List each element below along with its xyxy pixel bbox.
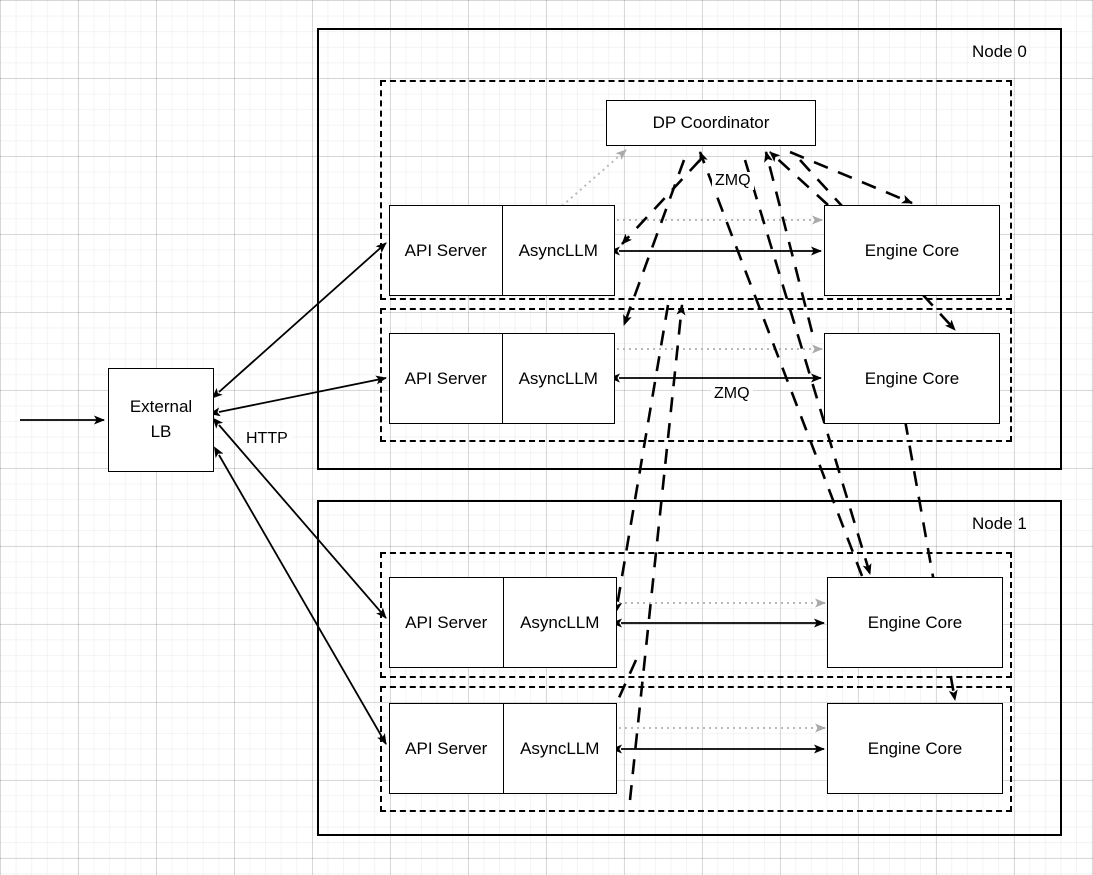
async-llm-cell[interactable]: AsyncLLM	[520, 738, 600, 758]
node-1-container	[317, 500, 1062, 836]
node-0-rank-0-engine-core-box[interactable]: Engine Core	[824, 205, 1000, 296]
api-server-cell[interactable]: API Server	[390, 334, 503, 423]
async-llm-cell[interactable]: AsyncLLM	[520, 612, 600, 632]
engine-core-label: Engine Core	[864, 368, 960, 388]
node-0-rank-0-server-box[interactable]: API Server AsyncLLM	[389, 205, 615, 296]
external-lb-box[interactable]: External LB	[108, 368, 214, 472]
node-1-rank-0-engine-core-box[interactable]: Engine Core	[827, 577, 1003, 668]
node-0-rank-1-engine-core-box[interactable]: Engine Core	[824, 333, 1000, 424]
engine-core-label: Engine Core	[867, 612, 963, 632]
engine-core-label: Engine Core	[867, 738, 963, 758]
node-0-rank-1-group	[380, 308, 1012, 442]
dp-coordinator-box[interactable]: DP Coordinator	[606, 100, 816, 146]
async-llm-cell[interactable]: AsyncLLM	[518, 240, 598, 260]
api-server-cell[interactable]: API Server	[390, 578, 504, 667]
dp-coordinator-label: DP Coordinator	[652, 113, 770, 132]
node-1-rank-0-server-box[interactable]: API Server AsyncLLM	[389, 577, 617, 668]
api-server-cell[interactable]: API Server	[390, 206, 503, 295]
async-llm-cell[interactable]: AsyncLLM	[518, 368, 598, 388]
http-edge-label: HTTP	[243, 430, 291, 448]
node-0-rank-1-server-box[interactable]: API Server AsyncLLM	[389, 333, 615, 424]
zmq-coordinator-edge-label: ZMQ	[712, 172, 754, 190]
node-1-rank-1-engine-core-box[interactable]: Engine Core	[827, 703, 1003, 794]
external-lb-label-line2: LB	[150, 422, 172, 441]
node-1-label: Node 1	[972, 514, 1027, 533]
node-0-rank-0-group	[380, 80, 1012, 300]
node-1-rank-0-group	[380, 552, 1012, 678]
node-1-rank-1-group	[380, 686, 1012, 812]
external-lb-label-line1: External	[129, 397, 193, 417]
engine-core-label: Engine Core	[864, 240, 960, 260]
node-0-container	[317, 28, 1062, 470]
zmq-engine-edge-label: ZMQ	[711, 385, 753, 403]
api-server-cell[interactable]: API Server	[390, 704, 504, 793]
node-0-label: Node 0	[972, 42, 1027, 61]
node-1-rank-1-server-box[interactable]: API Server AsyncLLM	[389, 703, 617, 794]
